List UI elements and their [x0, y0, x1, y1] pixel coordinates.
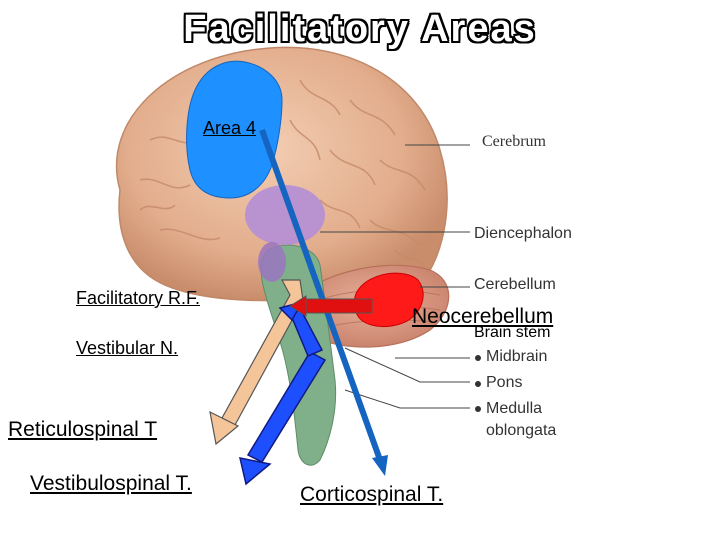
oblongata-label: oblongata	[486, 422, 557, 439]
midbrain-label: Midbrain	[486, 348, 548, 365]
brain-stem-label: Brain stem	[474, 324, 551, 341]
neocerebellum-label: Neocerebellum	[412, 305, 554, 328]
vestibular-n-label: Vestibular N.	[76, 338, 179, 358]
reticulospinal-label: Reticulospinal T	[8, 418, 158, 441]
cerebellum-label: Cerebellum	[474, 276, 556, 293]
cerebrum-label: Cerebrum	[482, 133, 546, 150]
page-title: Facilitatory Areas	[183, 8, 537, 50]
medulla-label: Medulla	[486, 400, 543, 417]
gyri-lines	[139, 79, 426, 269]
facilitatory-rf-label: Facilitatory R.F.	[76, 288, 201, 308]
diencephalon-shape	[245, 185, 325, 245]
area4-label: Area 4	[203, 118, 257, 138]
pons-label: Pons	[486, 374, 523, 391]
anatomy-bullets	[475, 355, 481, 412]
vestibulospinal-arrow	[239, 300, 327, 486]
thalamus-shape	[258, 242, 286, 282]
reticulospinal-arrow	[209, 279, 304, 446]
vestibulospinal-label: Vestibulospinal T.	[30, 472, 192, 495]
diencephalon-label: Diencephalon	[474, 225, 572, 242]
corticospinal-label: Corticospinal T.	[300, 483, 444, 506]
leader-lines	[320, 144, 470, 409]
cerebellar-arrow	[289, 295, 373, 317]
corticospinal-arrow	[259, 128, 388, 476]
